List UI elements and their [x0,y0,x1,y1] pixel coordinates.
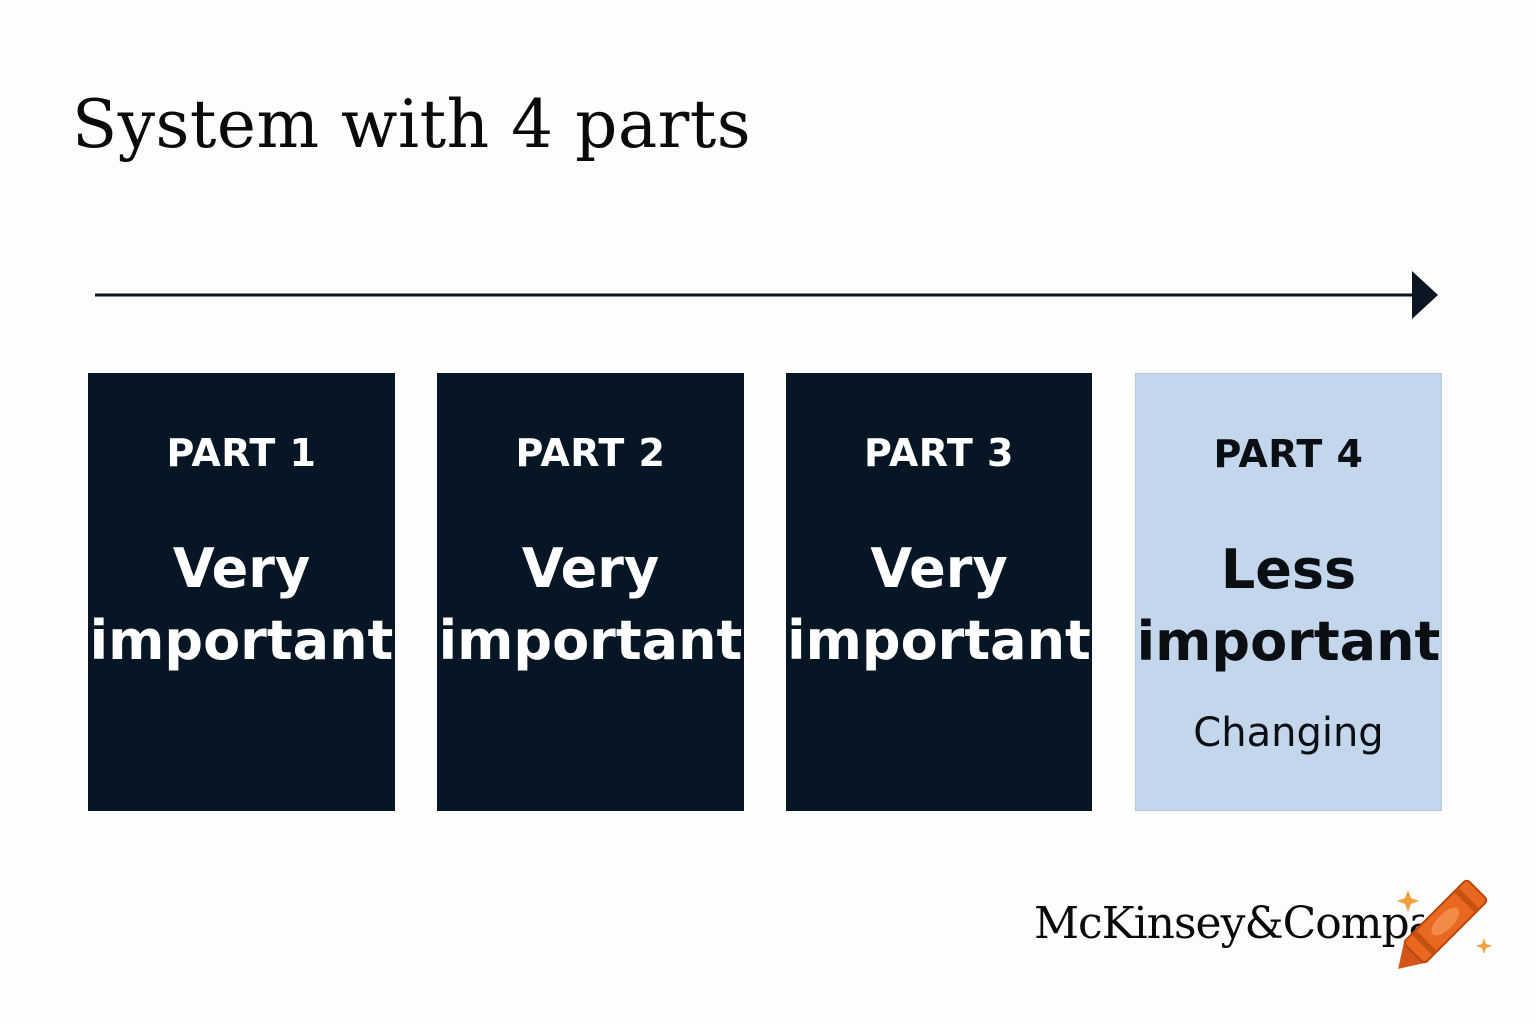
part-importance: Very important [786,533,1092,677]
importance-line-1: Very [521,537,660,600]
importance-line-2: important [438,609,743,672]
part-importance: Very important [88,533,395,677]
part-importance: Very important [437,533,744,677]
importance-line-1: Less [1220,538,1357,601]
company-logo: McKinsey&Company [1034,898,1424,949]
part-label: PART 3 [864,431,1014,475]
part-card-3: PART 3 Very important [786,373,1092,811]
slide-title: System with 4 parts [72,86,752,163]
crayon-icon [1397,879,1492,969]
part-importance: Less important [1136,534,1441,678]
part-card-2: PART 2 Very important [437,373,744,811]
part-card-4: PART 4 Less important Changing [1135,373,1442,811]
right-arrow-icon [95,271,1438,319]
part-label: PART 2 [515,431,666,475]
importance-line-1: Very [172,537,311,600]
importance-line-2: important [787,609,1091,672]
sparkle-icon [1397,890,1492,954]
part-card-1: PART 1 Very important [88,373,395,811]
importance-line-1: Very [870,537,1008,600]
importance-line-2: important [89,609,394,672]
part-label: PART 4 [1213,432,1364,476]
part-note: Changing [1193,710,1384,756]
part-label: PART 1 [166,431,317,475]
importance-line-2: important [1136,610,1441,673]
